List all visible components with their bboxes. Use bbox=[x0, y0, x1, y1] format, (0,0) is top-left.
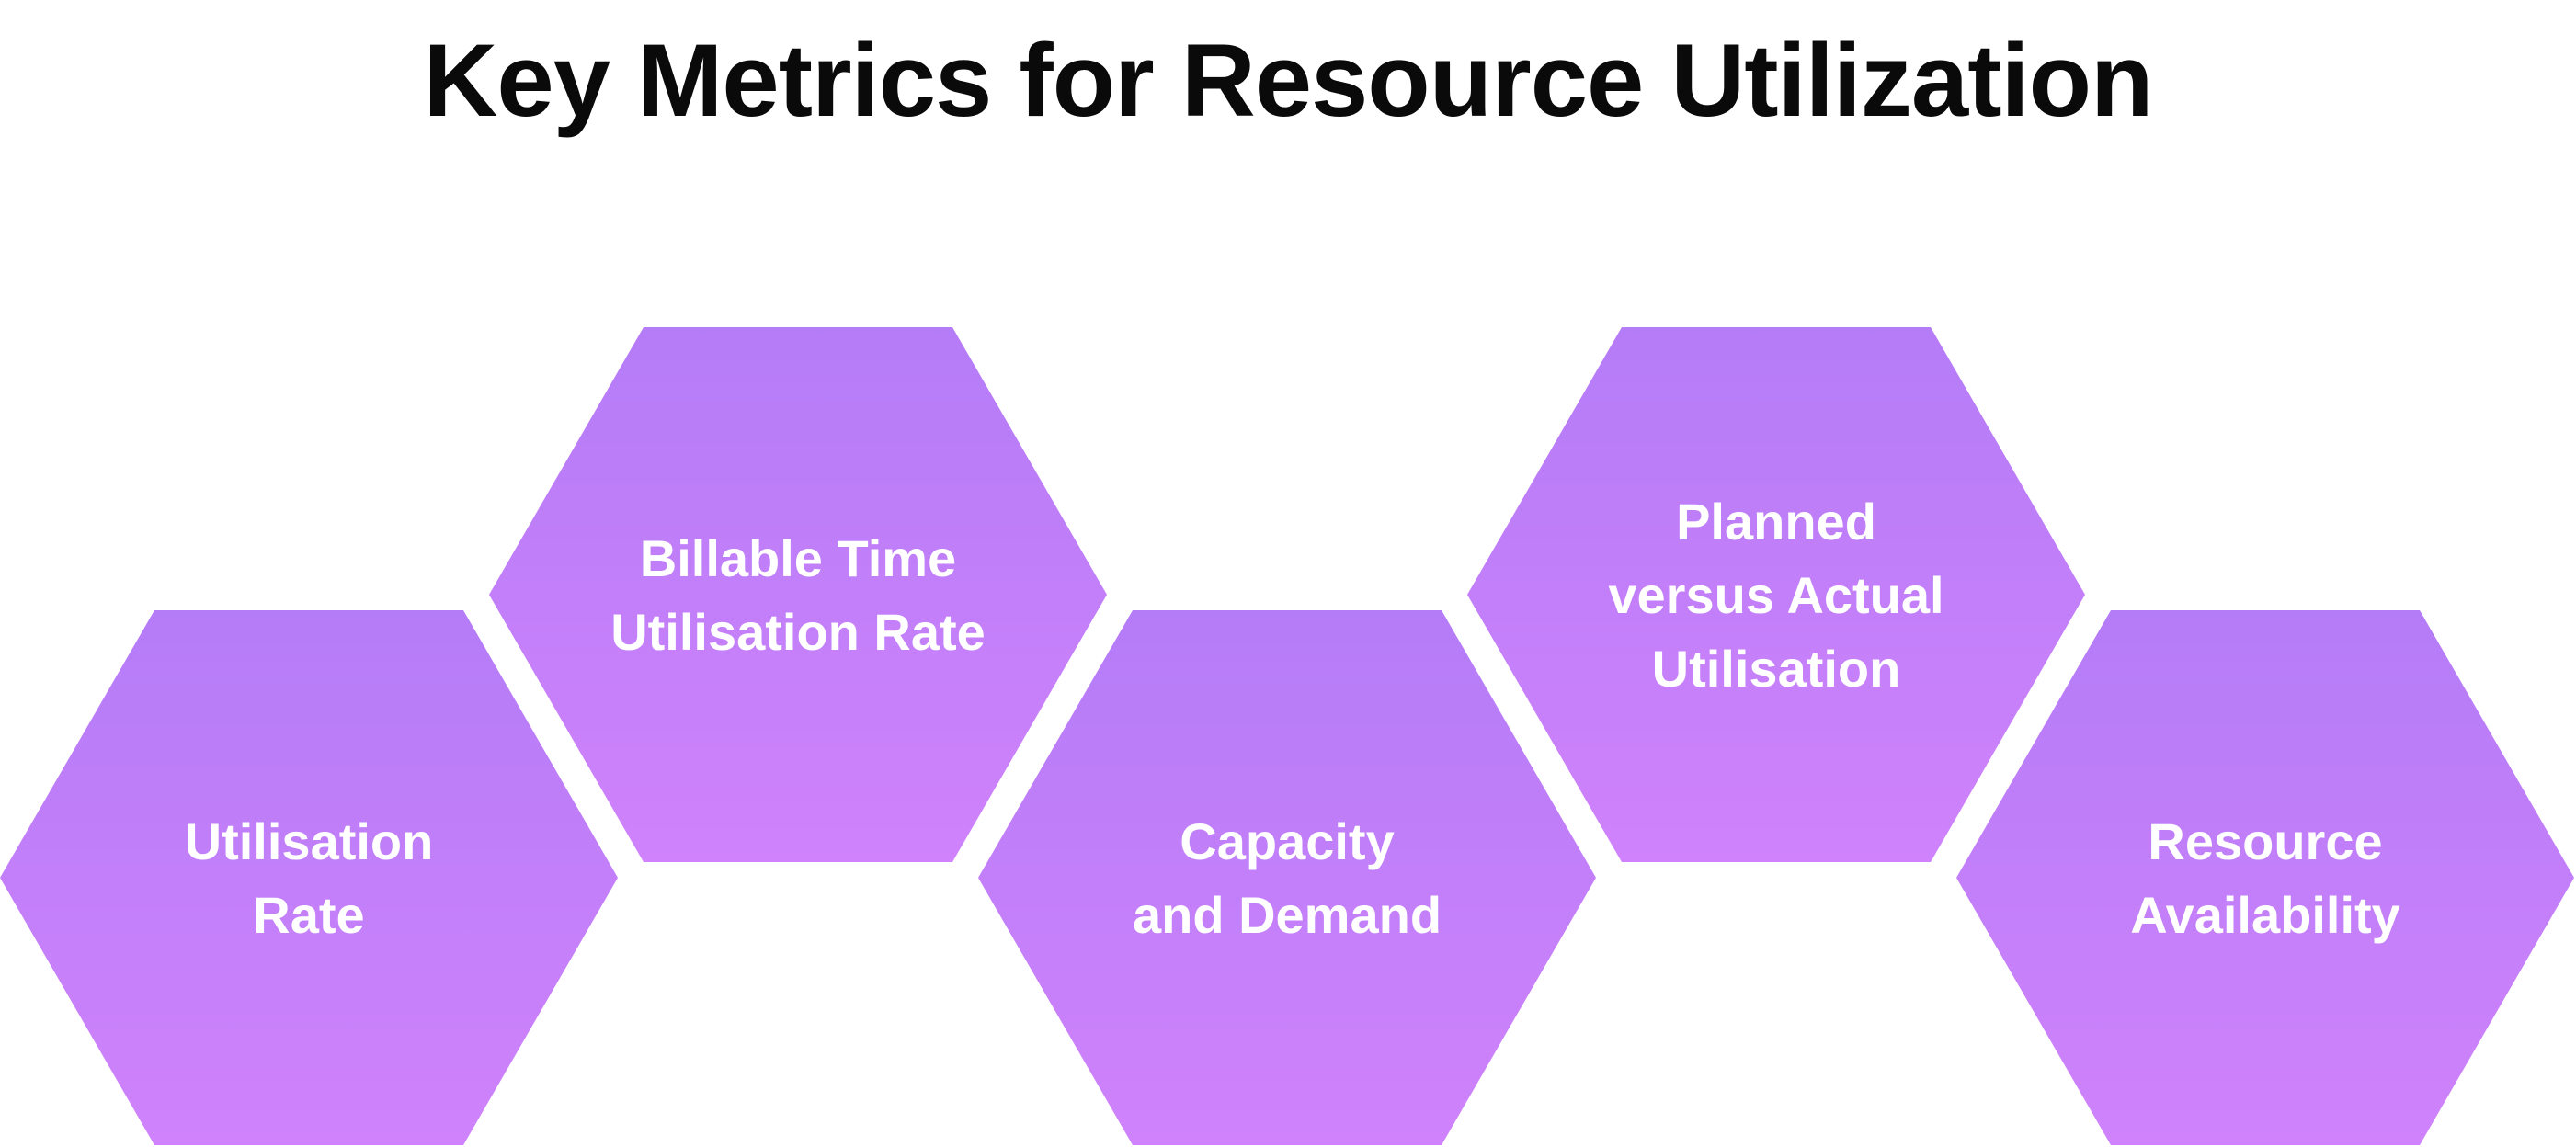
hexagon-label: Capacity bbox=[1180, 812, 1394, 870]
hexagon-label: Resource bbox=[2148, 812, 2382, 870]
hexagon-label: Billable Time bbox=[640, 529, 956, 587]
hexagon-capacity-and-demand: Capacity and Demand bbox=[978, 610, 1596, 1145]
hexagon-label: Utilisation bbox=[1652, 640, 1901, 698]
hexagon-label: Utilisation Rate bbox=[610, 603, 986, 661]
hexagon-label: and Demand bbox=[1133, 886, 1442, 944]
hexagon-label: Utilisation bbox=[185, 812, 434, 870]
hexagon-shape bbox=[489, 327, 1107, 862]
hexagon-shape bbox=[0, 610, 618, 1145]
page-title: Key Metrics for Resource Utilization bbox=[423, 23, 2154, 138]
hexagon-shape bbox=[1956, 610, 2574, 1145]
hexagon-shape bbox=[1467, 327, 2085, 862]
hexagon-label: Rate bbox=[253, 886, 364, 944]
hexagon-label: Availability bbox=[2130, 886, 2400, 944]
hexagon-label: versus Actual bbox=[1608, 566, 1943, 624]
hexagon-label: Planned bbox=[1676, 493, 1876, 551]
hexagon-shape bbox=[978, 610, 1596, 1145]
